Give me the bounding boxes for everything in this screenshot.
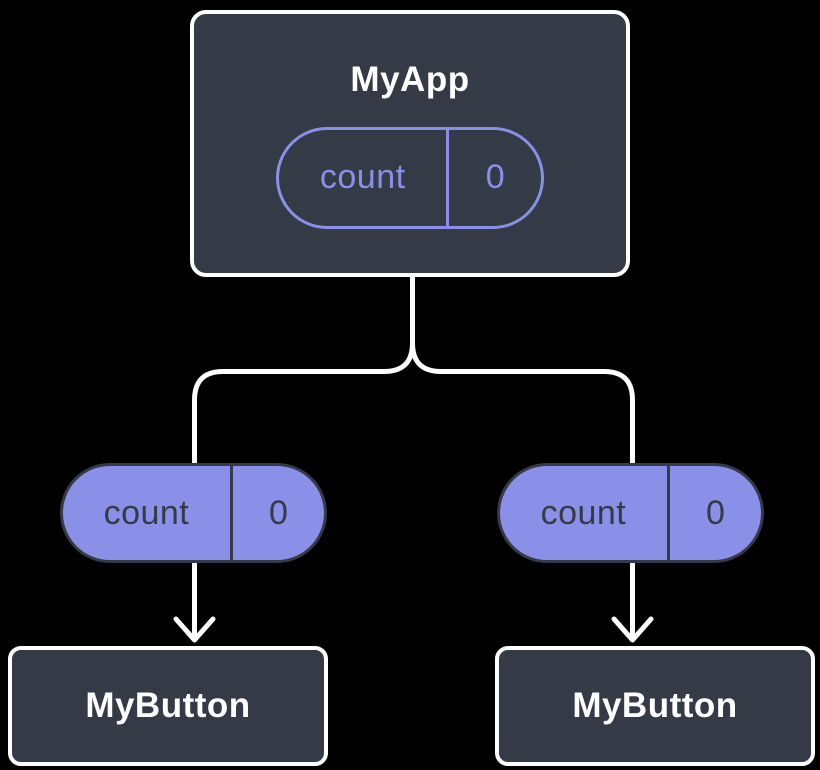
child-left-label: MyButton xyxy=(85,686,251,725)
prop-pill-left: count 0 xyxy=(60,463,327,563)
root-node-label: MyApp xyxy=(350,59,470,99)
root-node-myapp: MyApp count 0 xyxy=(190,10,630,277)
root-state-value: 0 xyxy=(485,158,505,196)
child-node-mybutton-right: MyButton xyxy=(495,646,815,766)
branch-left-line xyxy=(192,340,415,469)
prop-right-name: count xyxy=(500,466,670,560)
prop-right-value: 0 xyxy=(705,493,725,532)
root-state-pill: count 0 xyxy=(276,126,544,229)
prop-left-name: count xyxy=(63,466,233,560)
arrow-right-head-icon xyxy=(611,616,654,643)
child-node-mybutton-left: MyButton xyxy=(8,646,328,766)
root-state-name: count xyxy=(279,129,450,226)
prop-pill-right: count 0 xyxy=(497,463,764,563)
arrow-left-head-icon xyxy=(173,616,216,643)
branch-right-line xyxy=(410,340,635,469)
child-right-label: MyButton xyxy=(572,686,738,725)
prop-left-value: 0 xyxy=(268,493,288,532)
